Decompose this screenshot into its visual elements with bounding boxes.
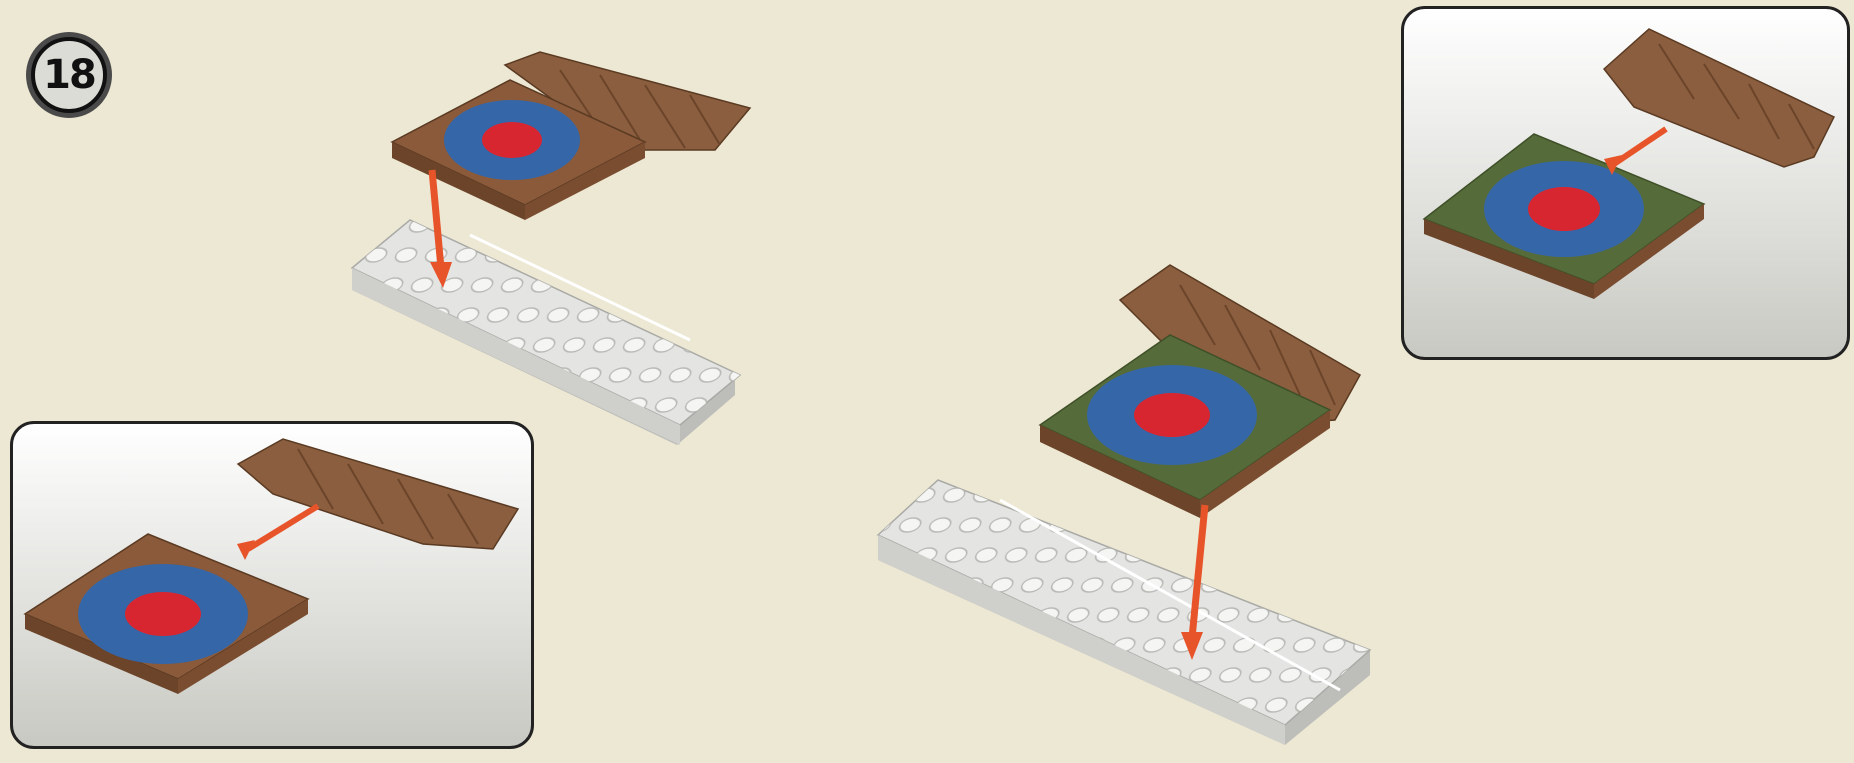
callout-illustration xyxy=(1404,9,1850,360)
left-gray-plate xyxy=(352,220,740,445)
callout-illustration xyxy=(13,424,534,749)
callout-box-top-right xyxy=(1401,6,1850,360)
build-arrow-icon xyxy=(237,506,318,560)
callout-roundel-tile xyxy=(1424,134,1704,299)
callout-box-bottom-left xyxy=(10,421,534,749)
build-arrow-icon xyxy=(1604,129,1666,175)
callout-roundel-tile xyxy=(25,534,308,694)
right-gray-plate xyxy=(878,480,1370,745)
